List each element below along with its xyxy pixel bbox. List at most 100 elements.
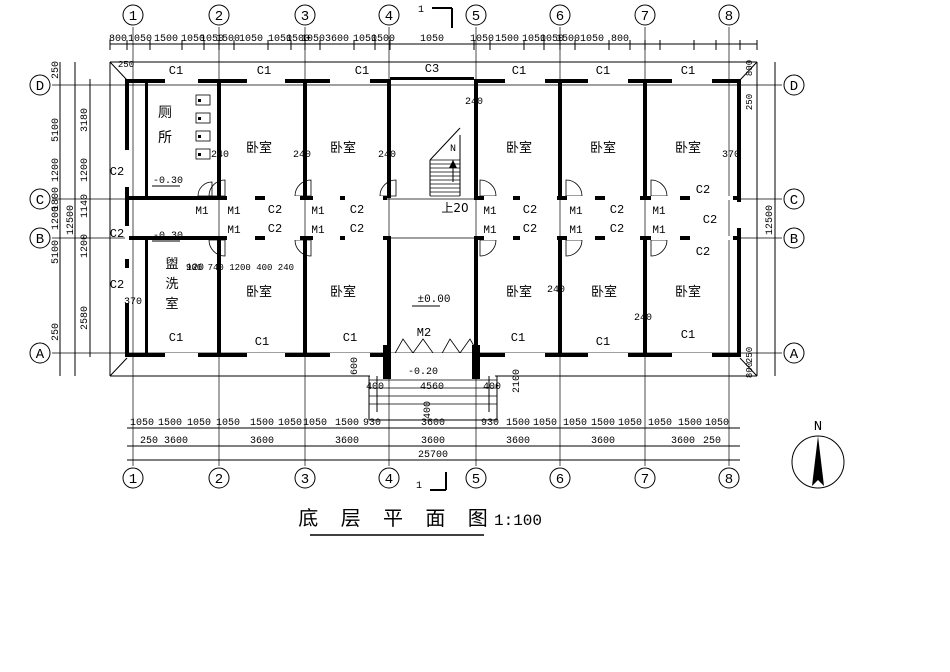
dim-top-4: 1050 — [200, 34, 224, 45]
label-c2-north-5: C2 — [696, 245, 710, 259]
label-c1-bottom-2: C1 — [343, 331, 357, 345]
label-c1-top-4: C1 — [596, 64, 610, 78]
label-bedroom-1: 卧室 — [330, 140, 356, 156]
partition-south-2 — [387, 236, 391, 357]
label-400-left: 400 — [366, 382, 384, 393]
window-top-3 — [505, 79, 545, 83]
axis-bubble-right-C — [783, 188, 805, 210]
gap-n-4 — [484, 196, 513, 200]
dim-top-2: 1500 — [154, 34, 178, 45]
label-c2-north-0: C2 — [268, 203, 282, 217]
dim-top-10: 3600 — [325, 34, 349, 45]
label-door-dims: 900 740 1200 400 240 — [186, 263, 294, 273]
axis-bubble-right-D — [783, 74, 805, 96]
label-c2-north-3: C2 — [610, 203, 624, 217]
label-m1-north-3: M1 — [483, 206, 497, 218]
label-m1-south-3: M1 — [569, 225, 583, 237]
axis-bubble-bottom-2 — [208, 467, 230, 489]
dim-top-3: 1050 — [181, 34, 205, 45]
door-south-east-0 — [479, 239, 497, 257]
gap-n-6 — [567, 196, 595, 200]
dim-bottom-1-6: 1050 — [303, 418, 327, 429]
dim-bottom-1-5: 1050 — [278, 418, 302, 429]
plinth-corner — [109, 357, 128, 377]
window-bottom-4 — [588, 353, 628, 357]
label-m1-south-4: M1 — [652, 225, 666, 237]
label-c2-south-0: C2 — [268, 222, 282, 236]
label-c3: C3 — [425, 62, 439, 76]
wash-partition — [145, 236, 148, 353]
axis-bubble-bottom-4 — [378, 467, 400, 489]
door-south-1 — [294, 239, 312, 257]
label-c1-bottom-3: C1 — [511, 331, 525, 345]
dim-bottom-2-4: 3600 — [421, 436, 445, 447]
label-600: 600 — [350, 357, 361, 375]
label-c1-bottom-4: C1 — [596, 335, 610, 349]
window-top-4 — [588, 79, 628, 83]
label-m1-north-2: M1 — [311, 206, 325, 218]
dim-left-outer-1: 5100 — [51, 118, 62, 142]
gap-n-1 — [265, 196, 300, 200]
dim-top-15: 1500 — [495, 34, 519, 45]
axis-bubble-left-A — [29, 342, 51, 364]
toilet-stall-3 — [195, 148, 211, 160]
label-stair-up: 上20 — [441, 201, 468, 215]
axis-label-bottom-4: 4 — [385, 472, 393, 488]
window-bottom-0 — [165, 353, 198, 357]
label-c1-top-5: C1 — [681, 64, 695, 78]
partition-north-1 — [303, 79, 307, 198]
window-top-0 — [165, 79, 198, 83]
label-c2-side-3: C2 — [703, 213, 717, 227]
label-bedroom-7: 卧室 — [506, 284, 532, 300]
dim-bottom-1-14: 1500 — [591, 418, 615, 429]
dim-top-11: 1050 — [353, 34, 377, 45]
label-c1-top-2: C1 — [355, 64, 369, 78]
label-400-right: 400 — [483, 382, 501, 393]
label-elev-toilet: -0.30 — [153, 176, 183, 187]
label-c1-top-1: C1 — [257, 64, 271, 78]
axis-label-left-C: C — [36, 193, 44, 209]
gap-n-3 — [345, 196, 383, 200]
dim-right-total: 12500 — [765, 205, 776, 235]
gap-s-6 — [567, 236, 595, 240]
corridor-wall-north-west — [129, 196, 387, 200]
dim-top-17: 1050 — [540, 34, 564, 45]
axis-bubble-bottom-8 — [718, 467, 740, 489]
gap-n-9 — [690, 196, 733, 200]
label-250-nw: 250 — [118, 60, 134, 70]
door-toilet — [197, 181, 213, 197]
label-120: 120 — [186, 263, 204, 274]
entrance-pier-east — [472, 345, 480, 379]
entrance-gap — [391, 353, 472, 357]
label-elev-wash: -0.30 — [153, 231, 183, 242]
dim-top-14: 1050 — [470, 34, 494, 45]
stair-arrow-head — [449, 160, 457, 168]
label-m2: M2 — [417, 326, 431, 340]
label-240-0: 240 — [211, 150, 229, 161]
label-240-1: 240 — [293, 150, 311, 161]
dim-bottom-1-17: 1500 — [678, 418, 702, 429]
gap-s-7 — [605, 236, 640, 240]
axis-label-right-B: B — [790, 232, 798, 248]
label-bedroom-5: 卧室 — [246, 284, 272, 300]
dim-right-3: 800 — [745, 362, 755, 378]
axis-label-top-5: 5 — [472, 9, 480, 25]
dim-bottom-1-12: 1050 — [533, 418, 557, 429]
label-bedroom-0: 卧室 — [246, 140, 272, 156]
toilet-stall-2 — [195, 130, 211, 142]
label-c1-top-3: C1 — [512, 64, 526, 78]
dim-left-outer-3: 1800 — [51, 187, 62, 211]
dim-top-20: 800 — [611, 34, 629, 45]
axis-bubble-left-D — [29, 74, 51, 96]
gap-n-8 — [651, 196, 680, 200]
dim-top-9: 1050 — [301, 34, 325, 45]
partition-south-0 — [217, 236, 221, 357]
partition-north-2 — [387, 79, 391, 198]
entrance-pier-west — [383, 345, 391, 379]
gap-n-7 — [605, 196, 640, 200]
label-c2-north-1: C2 — [350, 203, 364, 217]
axis-label-left-A: A — [36, 347, 45, 363]
dim-bottom-1-15: 1050 — [618, 418, 642, 429]
dim-bottom-1-7: 1500 — [335, 418, 359, 429]
